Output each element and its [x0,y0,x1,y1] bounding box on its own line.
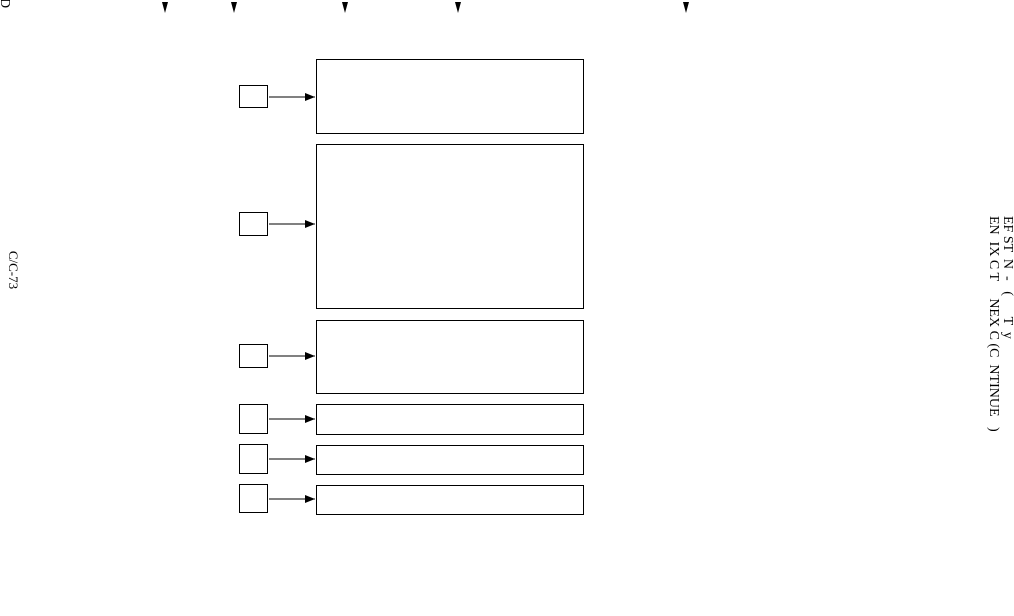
column-marker [342,2,348,13]
row-6-content-box [316,485,584,515]
row-3-label-box [239,344,268,368]
side-title-line-1: EF ST N - ( T y [1000,216,1014,339]
column-marker [162,2,168,13]
row-1-label-box [239,85,268,108]
row-5-label-box [239,444,268,474]
row-6-label-box [239,484,268,513]
side-title-line-2: EN IX C T NEX C (C NTINUE ) [986,216,1001,432]
row-2-content-box [316,144,584,309]
row-4-content-box [316,404,584,435]
row-3-content-box [316,320,584,394]
row-2-label-box [239,212,268,236]
column-marker [455,2,461,13]
row-5-content-box [316,445,584,475]
row-1-content-box [316,59,584,134]
side-title: EF ST N - ( T y EN IX C T NEX C (C NTINU… [986,216,1014,616]
column-marker [683,2,689,13]
connector-arrows [269,93,315,503]
column-marker [231,2,237,13]
row-4-label-box [239,404,268,434]
